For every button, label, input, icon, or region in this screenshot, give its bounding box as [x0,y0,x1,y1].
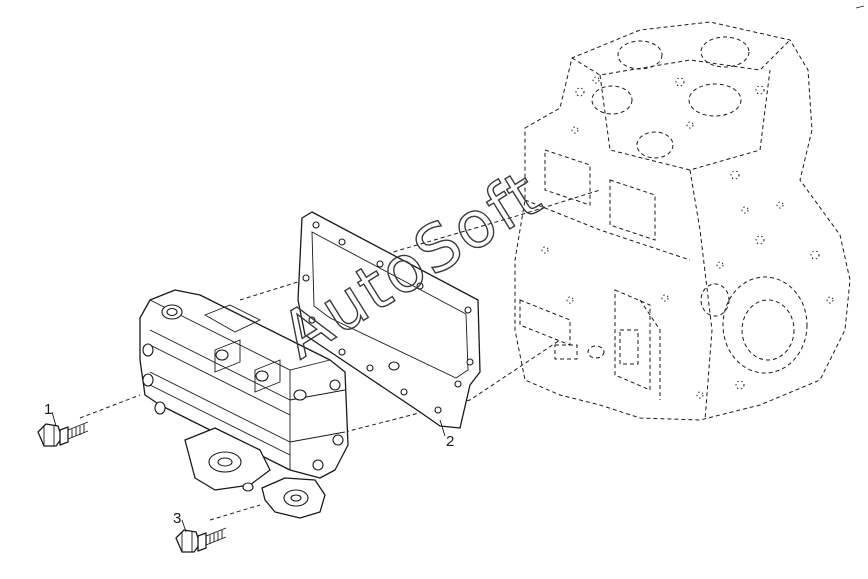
oil-cooler-housing [139,289,349,519]
callout-2: 2 [446,433,454,450]
flange-bolt-3 [175,527,227,553]
gasket [297,211,481,429]
callout-1: 1 [44,401,52,418]
engine-block [514,21,851,421]
corner-mark [855,5,865,9]
leader-lines [51,411,446,533]
callout-3: 3 [173,510,181,527]
flange-bolt-1 [37,421,89,447]
assembly-guide-lines [79,189,601,521]
